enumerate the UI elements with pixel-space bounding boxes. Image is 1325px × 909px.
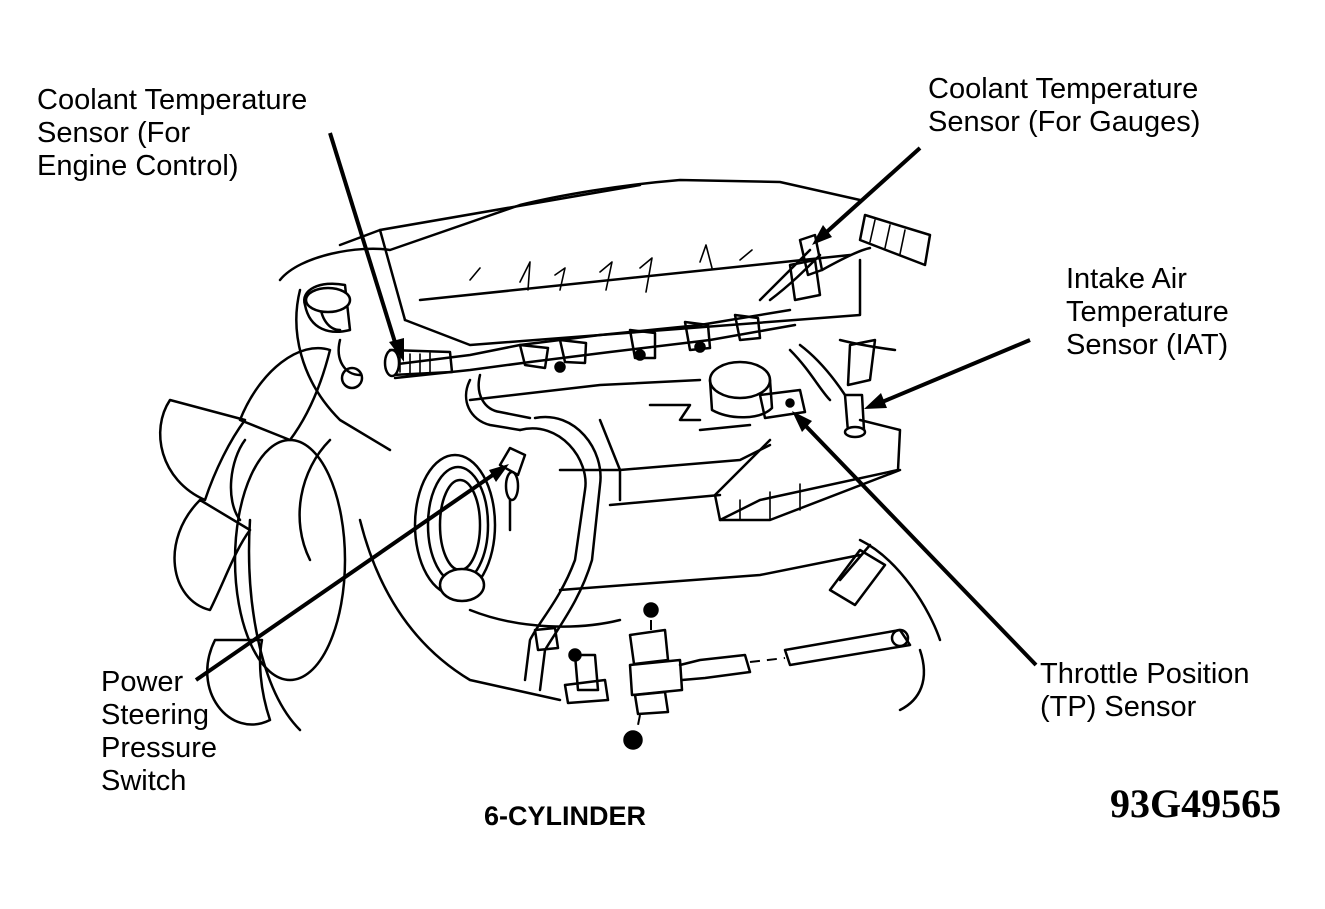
label-line: Intake Air xyxy=(1066,263,1187,295)
label-line: Throttle Position xyxy=(1040,658,1250,690)
intake-manifold xyxy=(468,378,902,522)
pulley xyxy=(413,453,497,603)
iat-sensor xyxy=(843,338,877,439)
label-line: Sensor (For xyxy=(37,117,191,149)
cooling-fan xyxy=(158,346,347,732)
label-coolant-sensor-gauges: Coolant Temperature Sensor (For Gauges) xyxy=(928,73,1200,139)
engine-block xyxy=(278,178,942,712)
label-coolant-sensor-engine: Coolant Temperature Sensor (For Engine C… xyxy=(37,84,307,183)
label-line: Temperature xyxy=(1066,296,1229,328)
label-iat-sensor: Intake Air Temperature Sensor (IAT) xyxy=(1066,263,1229,362)
figure-id: 93G49565 xyxy=(1110,781,1282,826)
label-tp-sensor: Throttle Position (TP) Sensor xyxy=(1040,658,1250,724)
label-line: Sensor (For Gauges) xyxy=(928,106,1201,138)
diagram-caption: 6-CYLINDER xyxy=(484,801,647,831)
label-line: Switch xyxy=(101,765,187,797)
label-line: Coolant Temperature xyxy=(928,73,1199,105)
ps-pressure-switch xyxy=(498,446,527,532)
label-line: Engine Control) xyxy=(37,150,239,182)
fuel-injectors xyxy=(518,313,762,373)
label-line: Steering xyxy=(101,699,210,731)
tp-sensor-assembly xyxy=(533,602,912,750)
thermostat-housing xyxy=(303,282,364,390)
label-line: Pressure xyxy=(101,732,218,764)
label-line: Sensor (IAT) xyxy=(1066,329,1229,361)
label-ps-switch: Power Steering Pressure Switch xyxy=(101,666,217,798)
label-line: Power xyxy=(101,666,184,698)
label-line: Coolant Temperature xyxy=(37,84,308,116)
bracket xyxy=(828,543,887,607)
coolant-sensor-gauges xyxy=(788,213,932,302)
leader-lines xyxy=(194,132,1038,682)
label-line: (TP) Sensor xyxy=(1040,691,1197,723)
throttle-body xyxy=(708,360,807,420)
coolant-sensor-engine xyxy=(383,348,454,378)
